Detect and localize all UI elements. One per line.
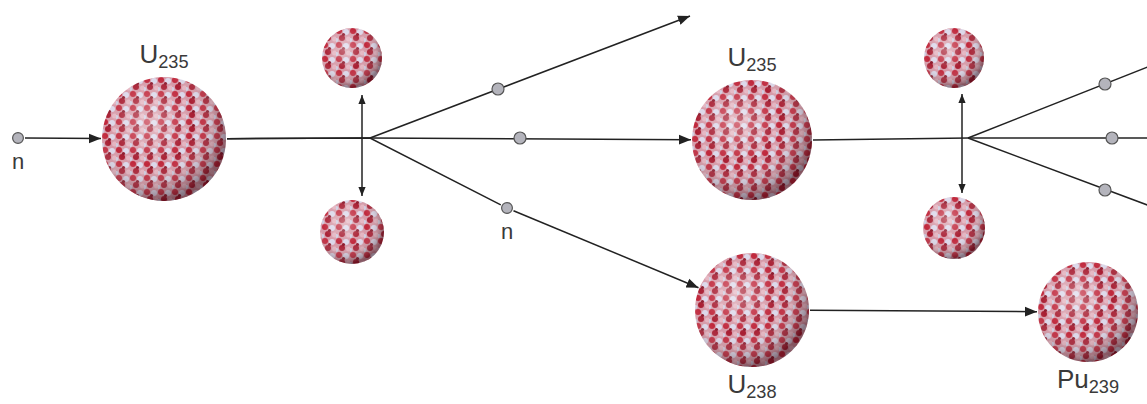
nucleus-sphere xyxy=(1038,262,1138,362)
split-arrow xyxy=(961,94,963,193)
atomic-nucleus: U235 xyxy=(692,80,812,200)
isotope-label: U235 xyxy=(727,44,776,76)
reaction-arrow xyxy=(227,138,691,140)
fission-line xyxy=(813,138,968,140)
reaction-arrow xyxy=(227,138,501,205)
nucleus-sphere xyxy=(102,77,226,201)
atomic-nucleus: U235 xyxy=(102,77,226,201)
neutron-path xyxy=(968,66,1147,206)
atomic-nucleus: Pu239 xyxy=(1038,262,1138,362)
reaction-arrow xyxy=(25,137,101,139)
split-arrow xyxy=(361,95,363,196)
neutron-particle: n xyxy=(501,202,513,214)
free-neutron xyxy=(492,83,526,144)
isotope-label: Pu239 xyxy=(1057,366,1119,398)
free-neutron xyxy=(1099,78,1118,196)
particle-label: n xyxy=(501,220,513,243)
reaction-arrow xyxy=(514,211,699,288)
nucleus-sphere xyxy=(695,253,809,367)
reaction-arrow xyxy=(810,310,1037,311)
isotope-label: U238 xyxy=(727,371,776,403)
nucleus-sphere xyxy=(692,80,812,200)
fission-fragment xyxy=(320,28,384,264)
fission-fragment xyxy=(923,28,985,259)
neutron-symbol xyxy=(12,132,24,144)
atomic-nucleus: U238 xyxy=(695,253,809,367)
neutron-particle: n xyxy=(12,132,24,144)
isotope-label: U235 xyxy=(139,41,188,73)
neutron-path xyxy=(370,16,690,138)
particle-label: n xyxy=(12,150,24,173)
neutron-symbol xyxy=(501,202,513,214)
